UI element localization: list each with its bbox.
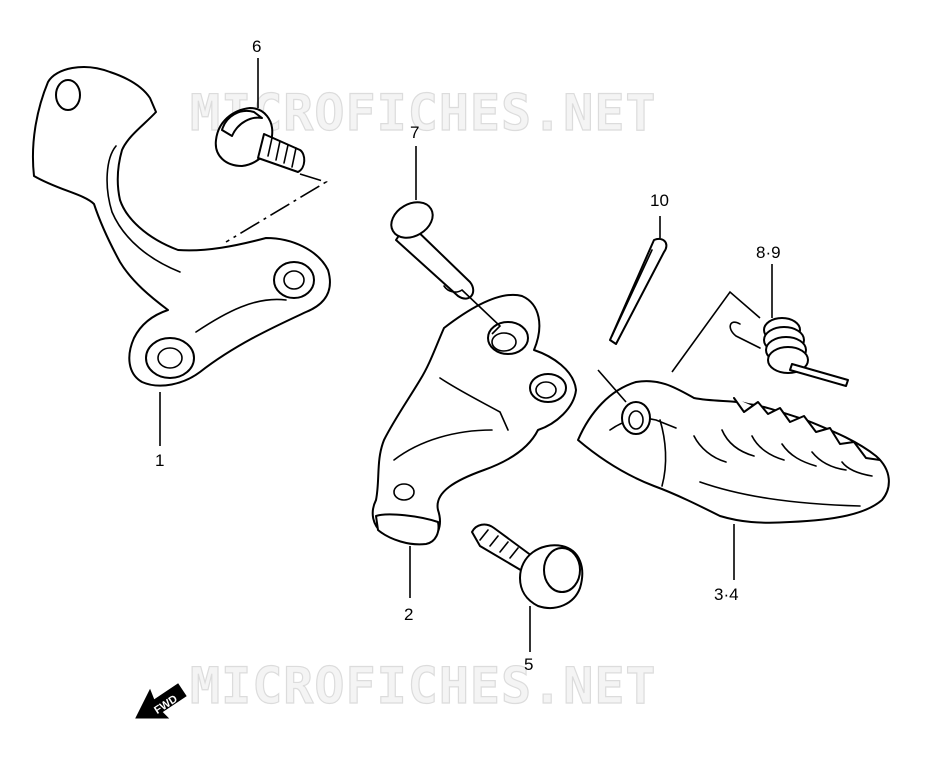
watermark-bottom: MICROFICHES.NET — [190, 657, 657, 715]
callout-part-2: 2 — [404, 605, 413, 624]
part-5-flange-bolt — [471, 523, 584, 609]
callout-part-3-4: 3·4 — [714, 585, 739, 604]
part-2-footrest-hanger — [371, 293, 577, 546]
callout-part-5: 5 — [524, 655, 533, 674]
callout-part-8-9: 8·9 — [756, 243, 781, 262]
callout-part-7: 7 — [410, 123, 419, 142]
part-6-flange-bolt — [214, 107, 306, 173]
part-8-9-torsion-spring — [729, 317, 849, 387]
part-1-footrest-bracket — [31, 66, 331, 387]
part-10-cotter-pin — [609, 238, 668, 345]
fwd-direction-indicator: FWD — [135, 683, 187, 719]
callout-part-1: 1 — [155, 451, 164, 470]
callout-part-6: 6 — [252, 37, 261, 56]
callout-part-10: 10 — [650, 191, 669, 210]
part-7-clevis-pin — [390, 201, 475, 300]
arrow-down-left-icon — [135, 683, 187, 719]
leader-lines — [159, 58, 773, 652]
part-3-4-footrest-peg — [577, 380, 890, 524]
